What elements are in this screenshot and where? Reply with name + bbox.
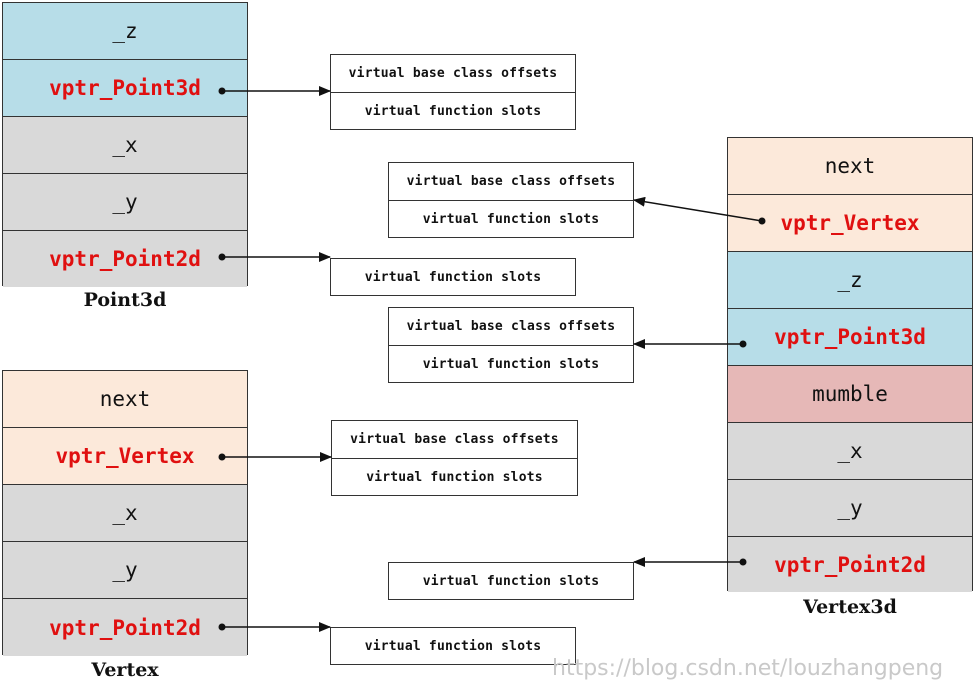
vtable-vfs-row: virtual function slots [422,211,600,227]
vertex3d-layout: next vptr_Vertex _z vptr_Point3d mumble … [727,137,973,592]
vertex-vptr-vertex: vptr_Vertex [3,428,247,485]
point3d-layout: _z vptr_Point3d _x _y vptr_Point2d [2,2,248,287]
point3d-field-y: _y [3,174,247,231]
vtable-vfs-row: virtual function slots [364,269,542,285]
vtable-vfs-row: virtual function slots [422,356,600,372]
arrow-vertex-vptr-vertex [218,452,332,462]
vertex-layout: next vptr_Vertex _x _y vptr_Point2d [2,370,248,656]
vertex3d-vptr-point2d: vptr_Point2d [728,537,972,592]
arrow-point3d-vptr-point2d [218,252,331,262]
arrow-vertex3d-vptr-vertex [633,196,766,225]
vtable-vbco-row: virtual base class offsets [332,421,577,459]
arrow-vertex3d-vptr-point2d [633,557,747,567]
point3d-field-z: _z [3,3,247,60]
vtable-point3d-vptr-point3d: virtual base class offsets virtual funct… [330,54,576,130]
vtable-vertex-vptr-vertex: virtual base class offsets virtual funct… [331,420,578,496]
vtable-vertex3d-vptr-point2d: virtual function slots [388,562,634,600]
vertex3d-field-x: _x [728,423,972,480]
vtable-vfs-row: virtual function slots [364,638,542,654]
vtable-vbco-row: virtual base class offsets [389,163,633,201]
vtable-vfs-row: virtual function slots [422,573,600,589]
vertex-field-x: _x [3,485,247,542]
point3d-vptr-point2d: vptr_Point2d [3,231,247,287]
point3d-field-x: _x [3,117,247,174]
arrow-vertex-vptr-point2d [218,622,331,632]
point3d-vptr-point3d: vptr_Point3d [3,60,247,117]
vertex3d-field-next: next [728,138,972,195]
vertex3d-field-mumble: mumble [728,366,972,423]
arrow-vertex3d-vptr-point3d [633,339,747,349]
vertex-vptr-point2d: vptr_Point2d [3,599,247,656]
vertex3d-vptr-vertex: vptr_Vertex [728,195,972,252]
point3d-label: Point3d [83,289,167,311]
vertex3d-label: Vertex3d [803,596,897,618]
vtable-point3d-vptr-point2d: virtual function slots [330,258,576,296]
vertex3d-field-y: _y [728,480,972,537]
vtable-vertex3d-vptr-vertex: virtual base class offsets virtual funct… [388,162,634,238]
vtable-vfs-row: virtual function slots [366,469,543,485]
vtable-vertex-vptr-point2d: virtual function slots [330,627,576,665]
vertex-field-next: next [3,371,247,428]
vertex3d-vptr-point3d: vptr_Point3d [728,309,972,366]
watermark-text: https://blog.csdn.net/louzhangpeng [552,656,944,681]
vertex3d-field-z: _z [728,252,972,309]
vtable-vfs-row: virtual function slots [364,103,542,119]
vtable-vbco-row: virtual base class offsets [389,308,633,346]
vertex-field-y: _y [3,542,247,599]
arrow-point3d-vptr-point3d [218,86,331,96]
vtable-vbco-row: virtual base class offsets [331,55,575,93]
vtable-vertex3d-vptr-point3d: virtual base class offsets virtual funct… [388,307,634,383]
vertex-label: Vertex [91,659,159,681]
